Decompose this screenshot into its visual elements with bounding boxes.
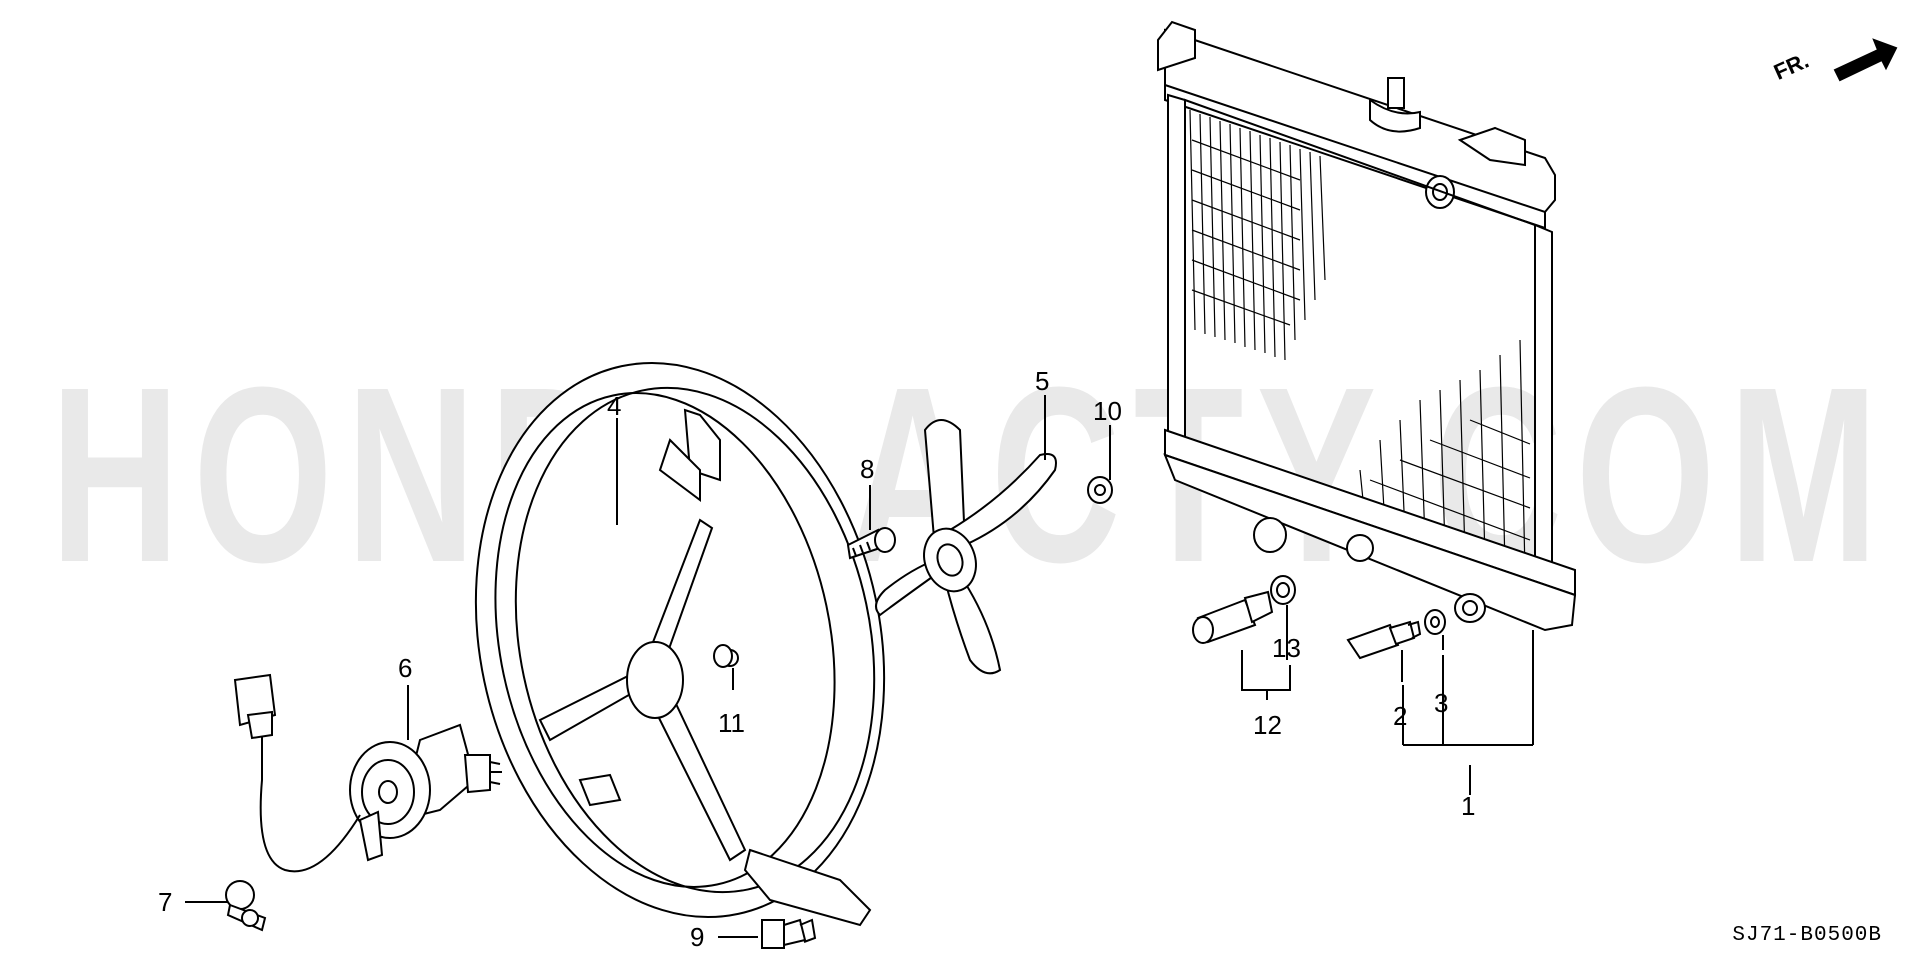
fan-shroud bbox=[474, 361, 886, 927]
wire-clip bbox=[225, 880, 267, 932]
leader-lines bbox=[185, 395, 1534, 938]
callout-11: 11 bbox=[718, 708, 745, 738]
callout-8: 8 bbox=[860, 454, 875, 484]
callout-6: 6 bbox=[398, 653, 413, 683]
fan-motor bbox=[233, 673, 502, 873]
diagram-code: SJ71-B0500B bbox=[1732, 924, 1882, 947]
callout-2: 2 bbox=[1393, 701, 1408, 731]
radiator bbox=[1157, 20, 1577, 632]
bolt-8 bbox=[846, 527, 896, 560]
callout-4: 4 bbox=[607, 391, 622, 421]
callout-12: 12 bbox=[1253, 710, 1282, 740]
callout-3: 3 bbox=[1434, 688, 1449, 718]
callout-7: 7 bbox=[158, 887, 173, 917]
washer-13 bbox=[1270, 575, 1296, 605]
bolt-9 bbox=[761, 918, 817, 949]
fan-blade bbox=[875, 419, 1057, 675]
callout-5: 5 bbox=[1035, 366, 1050, 396]
callout-1: 1 bbox=[1461, 791, 1476, 821]
front-direction-arrow-icon bbox=[1833, 38, 1898, 82]
drain-bolt-2 bbox=[1346, 620, 1422, 660]
callout-9: 9 bbox=[690, 922, 705, 952]
thermo-switch-12 bbox=[1192, 590, 1274, 644]
washer-3 bbox=[1424, 609, 1446, 635]
callout-10: 10 bbox=[1093, 396, 1122, 426]
nut-10 bbox=[1087, 476, 1113, 504]
grommet-11 bbox=[713, 644, 733, 668]
callout-13: 13 bbox=[1272, 633, 1301, 663]
